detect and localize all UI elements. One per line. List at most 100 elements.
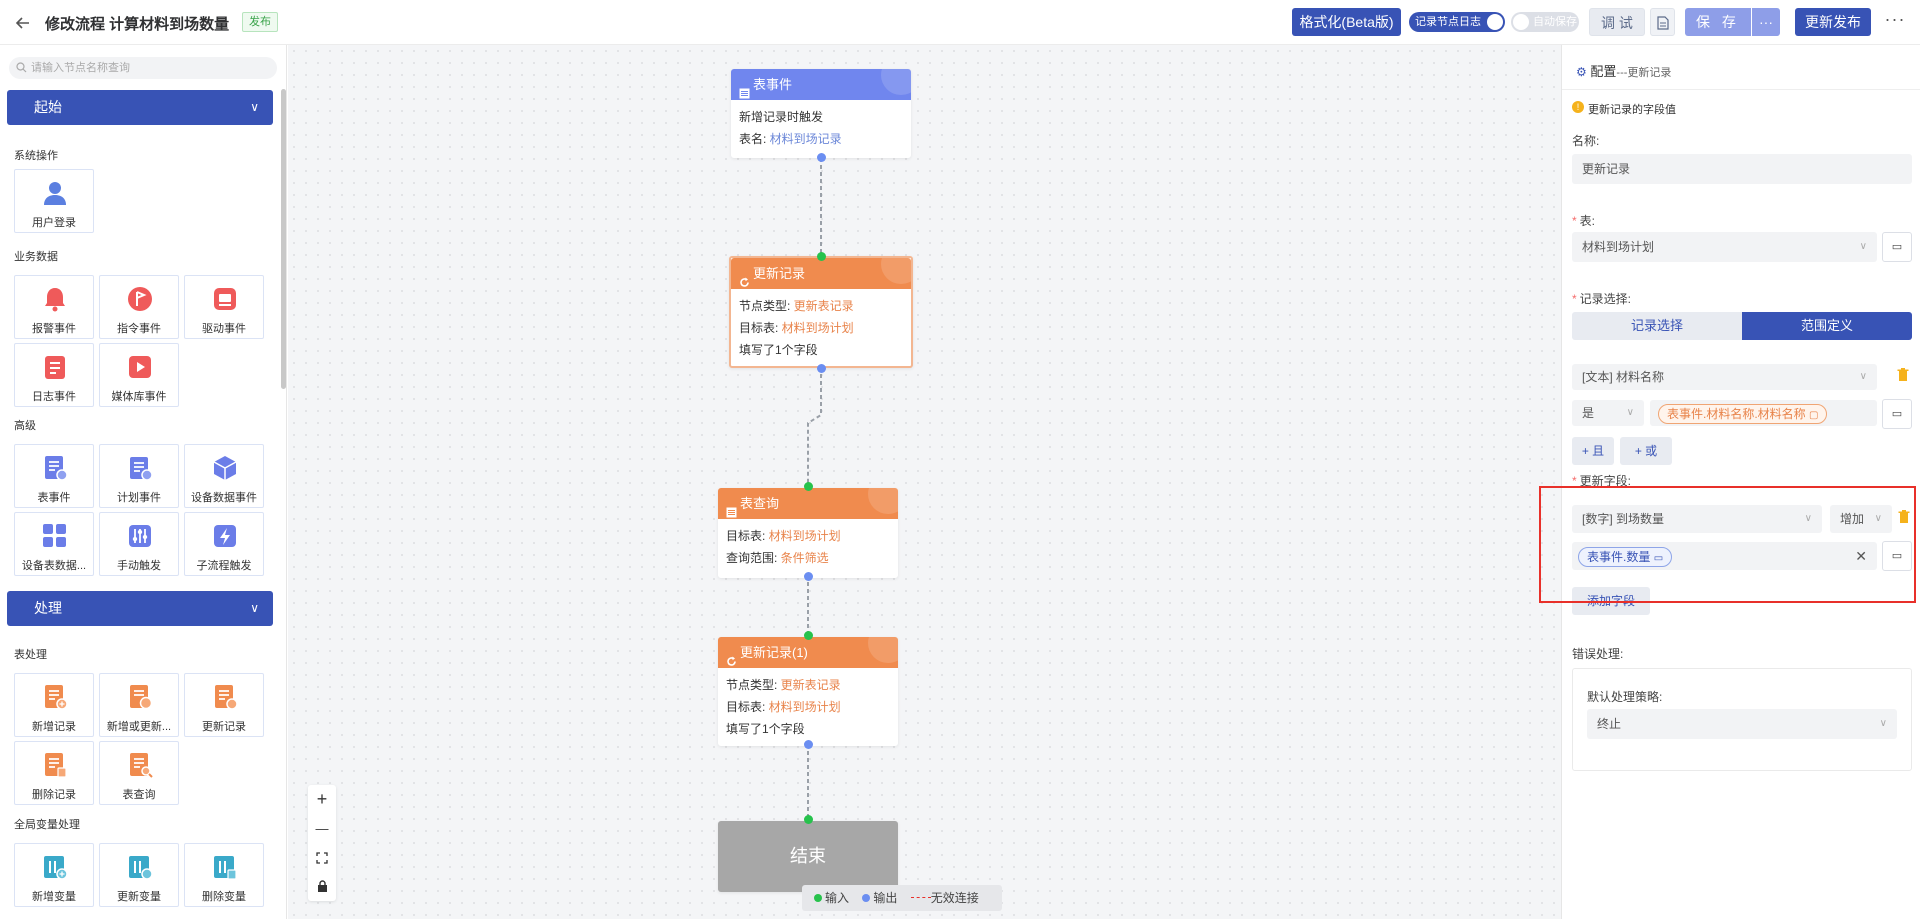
palette-tile[interactable]: 报警事件 — [14, 275, 94, 339]
chevron-down-icon: ∨ — [1859, 371, 1867, 382]
chevron-down-icon: ∨ — [1626, 407, 1634, 418]
palette-tile[interactable]: 手动触发 — [99, 512, 179, 576]
node-line-key: 查询范围: — [726, 551, 781, 565]
delete-field-icon[interactable] — [1898, 510, 1912, 526]
zoom-out-icon[interactable]: — — [315, 821, 329, 836]
category-start[interactable]: 起始∨ — [7, 90, 273, 125]
update-fields-label-text: 更新字段: — [1579, 474, 1632, 488]
palette-tile[interactable]: 表查询 — [99, 741, 179, 805]
node-header: 表查询 — [718, 488, 898, 519]
palette-tile[interactable]: 子流程触发 — [184, 512, 264, 576]
refresh-icon — [726, 647, 737, 668]
publish-button[interactable]: 更新发布 — [1795, 8, 1871, 36]
fit-view-icon[interactable] — [308, 843, 336, 872]
sidebar-scrollbar[interactable] — [281, 89, 286, 389]
tab-range-define[interactable]: 范围定义 — [1742, 312, 1912, 340]
update-value-field[interactable]: 表事件.数量 ▭ ✕ — [1572, 542, 1877, 570]
node-search-input[interactable]: 请输入节点名称查询 — [9, 57, 277, 79]
palette-tile[interactable]: 设备表数据... — [14, 512, 94, 576]
output-port[interactable] — [804, 740, 813, 749]
input-port[interactable] — [817, 252, 826, 261]
node-line-key: 目标表: — [739, 321, 782, 335]
add-or-button[interactable]: + 或 — [1620, 437, 1672, 465]
node-header: 更新记录(1) — [718, 637, 898, 668]
strategy-select[interactable]: 终止∨ — [1587, 709, 1897, 739]
node-line-key: 新增记录时触发 — [739, 110, 824, 124]
section-title: 表处理 — [14, 649, 47, 661]
condition-operator-select[interactable]: 是∨ — [1572, 400, 1644, 426]
condition-link-icon[interactable]: ▭ — [1882, 399, 1912, 429]
clear-icon[interactable]: ✕ — [1855, 548, 1867, 564]
table-select[interactable]: 材料到场计划∨ — [1572, 232, 1877, 262]
more-menu-icon[interactable]: ··· — [1884, 9, 1906, 29]
chevron-down-icon: ∨ — [1874, 513, 1882, 524]
palette-tile[interactable]: 删除变量 — [184, 843, 264, 907]
condition-field-select[interactable]: [文本] 材料名称∨ — [1572, 364, 1877, 390]
flow-node-update-record-1[interactable]: 更新记录(1) 节点类型: 更新表记录 目标表: 材料到场计划 填写了1个字段 — [718, 631, 898, 749]
input-port[interactable] — [804, 815, 813, 824]
output-port[interactable] — [817, 153, 826, 162]
node-line: 表名: 材料到场记录 — [739, 128, 903, 150]
log-toggle[interactable]: 记录节点日志 — [1409, 12, 1505, 32]
record-select-label: *记录选择: — [1572, 290, 1631, 307]
back-arrow-icon[interactable] — [14, 14, 34, 32]
name-input[interactable]: 更新记录 — [1572, 154, 1912, 184]
save-button[interactable]: 保 存 — [1685, 8, 1751, 36]
flow-node-end[interactable]: 结束 — [718, 815, 898, 892]
flow-canvas[interactable]: 表事件 新增记录时触发 表名: 材料到场记录 更新记录 节点类型: 更新表记录 … — [288, 45, 1561, 919]
update-field-select[interactable]: [数字] 到场数量∨ — [1572, 505, 1822, 533]
palette-tile[interactable]: 媒体库事件 — [99, 343, 179, 407]
log-icon — [41, 353, 69, 381]
flow-node-table-query[interactable]: 表查询 目标表: 材料到场计划 查询范围: 条件筛选 — [718, 482, 898, 581]
table-link-icon[interactable]: ▭ — [1882, 232, 1912, 262]
palette-tile[interactable]: 计划事件 — [99, 444, 179, 508]
add-and-button[interactable]: + 且 — [1572, 437, 1614, 465]
value-link-icon[interactable]: ▭ — [1882, 541, 1912, 571]
palette-tile[interactable]: 新增变量 — [14, 843, 94, 907]
palette-tile[interactable]: 设备数据事件 — [184, 444, 264, 508]
palette-tile[interactable]: 指令事件 — [99, 275, 179, 339]
palette-tile[interactable]: 日志事件 — [14, 343, 94, 407]
condition-value-field[interactable]: 表事件.材料名称.材料名称 ▢ — [1650, 400, 1877, 426]
node-line: 新增记录时触发 — [739, 106, 903, 128]
palette-tile[interactable]: 新增记录 — [14, 673, 94, 737]
input-port[interactable] — [804, 631, 813, 640]
palette-tile[interactable]: 新增或更新... — [99, 673, 179, 737]
tab-record-select[interactable]: 记录选择 — [1572, 312, 1742, 340]
autosave-toggle-label: 自动保存 — [1533, 16, 1577, 28]
table-icon — [739, 79, 750, 100]
node-line: 查询范围: 条件筛选 — [726, 547, 890, 569]
zoom-in-icon[interactable]: + — [316, 789, 328, 809]
strategy-value: 终止 — [1597, 717, 1622, 731]
palette-tile[interactable]: 更新变量 — [99, 843, 179, 907]
output-port[interactable] — [817, 364, 826, 373]
lock-icon[interactable] — [308, 872, 336, 901]
delete-variable-icon — [211, 853, 239, 881]
page-title: 修改流程 计算材料到场数量 — [45, 16, 230, 33]
palette-tile[interactable]: 表事件 — [14, 444, 94, 508]
document-icon[interactable] — [1650, 8, 1675, 36]
node-body: 目标表: 材料到场计划 查询范围: 条件筛选 — [718, 519, 898, 569]
lightning-icon — [211, 522, 239, 550]
format-button[interactable]: 格式化(Beta版) — [1292, 8, 1401, 36]
search-placeholder: 请输入节点名称查询 — [31, 62, 130, 74]
output-port[interactable] — [804, 572, 813, 581]
table-select-value: 材料到场计划 — [1582, 240, 1655, 254]
palette-tile[interactable]: 删除记录 — [14, 741, 94, 805]
divider — [1562, 89, 1920, 90]
flow-node-update-record[interactable]: 更新记录 节点类型: 更新表记录 目标表: 材料到场计划 填写了1个字段 — [729, 252, 913, 373]
save-more-button[interactable]: ··· — [1752, 8, 1780, 36]
category-process[interactable]: 处理∨ — [7, 591, 273, 626]
required-mark: * — [1572, 474, 1577, 488]
autosave-toggle[interactable]: 自动保存 — [1511, 12, 1579, 32]
palette-tile[interactable]: 更新记录 — [184, 673, 264, 737]
flow-node-table-event[interactable]: 表事件 新增记录时触发 表名: 材料到场记录 — [731, 69, 911, 162]
palette-tile[interactable]: 用户登录 — [14, 169, 94, 233]
node-line: 填写了1个字段 — [739, 339, 903, 361]
delete-condition-icon[interactable] — [1897, 368, 1911, 384]
update-operator-select[interactable]: 增加∨ — [1830, 505, 1892, 533]
debug-button[interactable]: 调 试 — [1589, 8, 1645, 36]
input-port[interactable] — [804, 482, 813, 491]
palette-tile[interactable]: 驱动事件 — [184, 275, 264, 339]
warning-icon: ! — [1572, 101, 1584, 113]
